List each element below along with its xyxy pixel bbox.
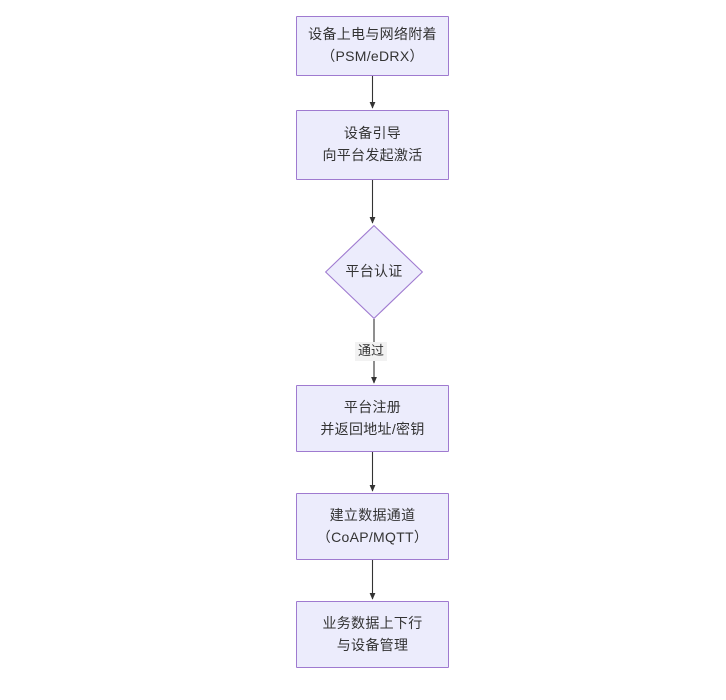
edge-label-pass: 通过 [355,342,388,361]
node-label-line: 向平台发起激活 [322,147,423,163]
node-establish-data-channel[interactable]: 建立数据通道 （CoAP/MQTT） [296,493,449,560]
node-business-data-and-device-management[interactable]: 业务数据上下行 与设备管理 [296,601,449,668]
node-label-line: 设备引导 [343,125,402,142]
node-label-line: 与设备管理 [336,636,409,653]
node-label-line: 设备上电与网络附着 [308,26,437,43]
node-device-bootstrap[interactable]: 设备引导 向平台发起激活 [296,110,449,180]
node-label-line: 平台认证 [345,263,403,280]
node-label-line: （CoAP/MQTT） [316,528,429,545]
node-label-line: 建立数据通道 [329,506,416,523]
node-label-line: 业务数据上下行 [322,614,423,631]
node-platform-authentication[interactable]: 平台认证 [325,225,423,319]
node-label-line: （PSM/eDRX） [321,48,424,64]
diamond-shape [325,225,423,319]
node-device-power-on[interactable]: 设备上电与网络附着 （PSM/eDRX） [296,16,449,76]
node-label-line: 并返回地址/密钥 [320,420,425,437]
node-platform-registration[interactable]: 平台注册 并返回地址/密钥 [296,385,449,452]
node-label-line: 平台注册 [343,398,402,415]
